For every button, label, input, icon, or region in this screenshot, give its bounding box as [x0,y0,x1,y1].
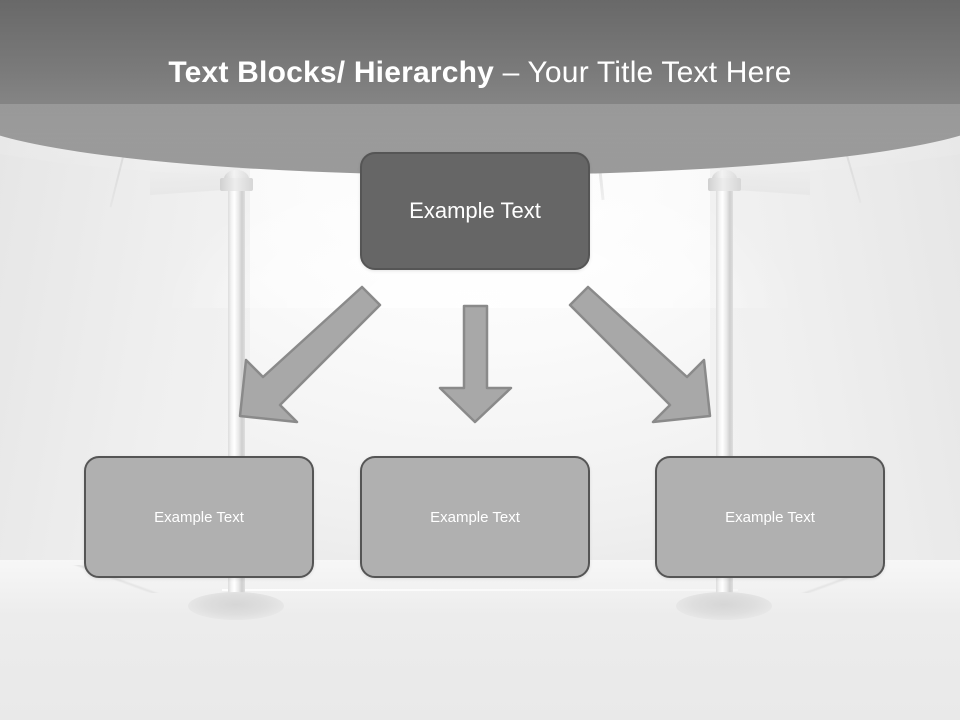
support-pole-left-base [188,592,284,620]
node-child-2[interactable]: Example Text [360,456,590,578]
support-pole-right-collar [708,178,741,191]
node-child-2-label: Example Text [430,508,520,526]
title-banner [0,0,960,175]
page-title-regular: Your Title Text Here [527,56,792,89]
node-child-1[interactable]: Example Text [84,456,314,578]
page-title: Text Blocks/ Hierarchy – Your Title Text… [0,50,960,96]
node-child-1-label: Example Text [154,508,244,526]
node-root[interactable]: Example Text [360,152,590,270]
node-root-label: Example Text [409,198,541,223]
page-title-bold: Text Blocks/ Hierarchy [168,56,503,89]
node-child-3[interactable]: Example Text [655,456,885,578]
page-title-dash: – [502,56,528,89]
node-child-3-label: Example Text [725,508,815,526]
floor-seam-center [222,589,738,591]
support-pole-left-collar [220,178,253,191]
support-pole-right-base [676,592,772,620]
